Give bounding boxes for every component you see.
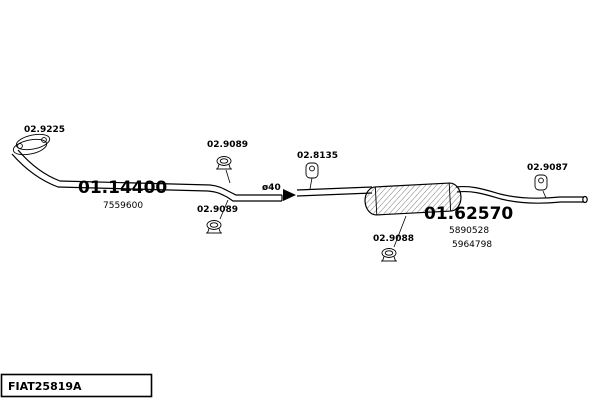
muffler-ref-number-2: 5964798	[452, 240, 492, 250]
rubber-hanger-rear-icon	[534, 174, 548, 191]
diameter-label: ø40	[262, 183, 281, 193]
tailpipe-bottom-outline	[456, 190, 584, 204]
muffler-part-code: 01.62570	[424, 204, 513, 224]
muffler-body	[364, 182, 462, 216]
clamp-rear-part-code: 02.9088	[373, 234, 414, 244]
clamp-upper: 02.9089	[207, 140, 248, 184]
clamp-rear-icon	[381, 248, 397, 262]
drawing-code-box: FIAT25819A	[0, 373, 153, 398]
flange-icon	[12, 133, 51, 156]
flange-assembly: 02.9225	[12, 125, 65, 156]
flange-part-code: 02.9225	[24, 125, 65, 135]
front-pipe-ref-number: 7559600	[103, 201, 143, 211]
diameter-marker: ø40	[262, 183, 296, 201]
hanger-rear: 02.9087	[527, 163, 568, 199]
clamp-lower-icon	[206, 220, 222, 234]
flow-direction-arrow-icon	[283, 189, 296, 201]
drawing-code-box-border	[0, 373, 153, 398]
rubber-hanger-icon	[305, 162, 319, 179]
tailpipe-end-tip	[582, 195, 588, 204]
clamp-rear: 02.9088	[373, 215, 414, 262]
clamp-lower-leader-line	[219, 199, 229, 220]
clamp-upper-part-code: 02.9089	[207, 140, 248, 150]
clamp-lower: 02.9089	[197, 199, 238, 234]
front-pipe-part-code: 01.14400	[78, 178, 167, 198]
hanger-mid-part-code: 02.8135	[297, 151, 338, 161]
clamp-upper-leader-line	[225, 169, 231, 184]
muffler-ref-number-1: 5890528	[449, 226, 489, 236]
front-pipe-bottom-outline	[11, 153, 282, 202]
hanger-rear-part-code: 02.9087	[527, 163, 568, 173]
hanger-rear-leader-line	[542, 190, 547, 199]
front-pipe: 01.14400 7559600	[11, 149, 283, 211]
muffler-assembly: 01.62570 5890528 5964798	[364, 182, 513, 250]
tailpipe	[455, 185, 588, 204]
clamp-lower-part-code: 02.9089	[197, 205, 238, 215]
mid-pipe	[296, 186, 373, 197]
clamp-rear-leader-line	[393, 215, 407, 248]
mid-pipe-top-outline	[296, 186, 373, 191]
mid-pipe-bottom-outline	[296, 192, 373, 197]
clamp-upper-icon	[216, 156, 232, 170]
drawing-code: FIAT25819A	[8, 380, 82, 393]
hanger-mid-leader-line	[309, 177, 313, 190]
hanger-mid: 02.8135	[297, 151, 338, 190]
tailpipe-top-outline	[455, 185, 584, 199]
front-pipe-top-outline	[17, 149, 282, 196]
